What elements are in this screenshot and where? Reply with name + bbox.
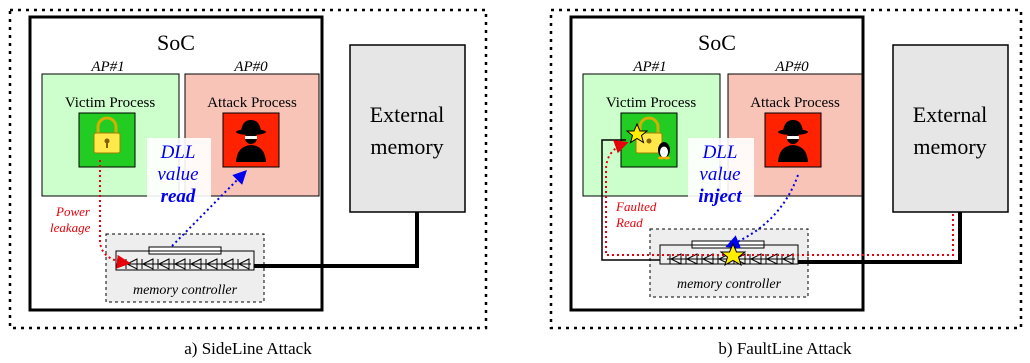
memory-bus bbox=[798, 212, 962, 264]
faulted-read-line2: Read bbox=[615, 215, 643, 230]
power-leakage-line2: leakage bbox=[50, 220, 91, 235]
outer-dotted-border bbox=[549, 8, 1023, 330]
spy-icon bbox=[236, 120, 266, 162]
faulted-read-line1: Faulted bbox=[615, 199, 657, 214]
soc-label: SoC bbox=[698, 30, 736, 55]
victim-process-label: Victim Process bbox=[606, 95, 696, 111]
dll-line2: value bbox=[699, 164, 740, 185]
external-memory-line2: memory bbox=[913, 134, 986, 159]
lock-icon bbox=[93, 116, 121, 154]
attack-process-label: Attack Process bbox=[750, 95, 840, 111]
dll-line2: value bbox=[157, 164, 198, 185]
external-memory-line2: memory bbox=[370, 134, 443, 159]
memory-controller-label: memory controller bbox=[133, 283, 238, 298]
fault-star-icon bbox=[719, 242, 747, 267]
outer-dotted-border bbox=[8, 8, 488, 330]
dll-line3: read bbox=[161, 186, 196, 207]
ap1-label: AP#1 bbox=[90, 59, 124, 75]
caption-sideline: a) SideLine Attack bbox=[184, 339, 312, 358]
dll-text-bg bbox=[147, 138, 211, 208]
victim-loop-wire bbox=[601, 139, 660, 261]
dll-line1: DLL bbox=[702, 142, 738, 163]
dll-line3: inject bbox=[698, 186, 742, 207]
panel-faultline: SoC AP#1 AP#0 Victim Process Attack Proc… bbox=[549, 8, 1023, 358]
soc-label: SoC bbox=[157, 30, 195, 55]
dll-read-arrow bbox=[171, 170, 247, 247]
memory-controller-label: memory controller bbox=[677, 277, 782, 292]
memory-bus bbox=[254, 212, 419, 268]
panel-sideline: SoC AP#1 AP#0 Victim Process Attack Proc… bbox=[8, 8, 488, 358]
caption-faultline: b) FaultLine Attack bbox=[718, 339, 852, 358]
attack-process-label: Attack Process bbox=[207, 95, 297, 111]
power-leakage-line1: Power bbox=[55, 204, 91, 219]
external-memory-box bbox=[349, 44, 466, 213]
ap0-label: AP#0 bbox=[233, 59, 268, 75]
linux-penguin-icon bbox=[658, 142, 670, 160]
ap1-label: AP#1 bbox=[632, 59, 666, 75]
dll-loop bbox=[115, 250, 255, 271]
dll-line1: DLL bbox=[160, 142, 196, 163]
fault-star-icon bbox=[625, 122, 649, 144]
ap0-label: AP#0 bbox=[774, 59, 809, 75]
dll-inject-arrow bbox=[725, 174, 799, 249]
external-memory-line1: External bbox=[370, 102, 445, 127]
power-leakage-arrow bbox=[99, 160, 131, 269]
spy-icon bbox=[778, 120, 808, 162]
victim-process-label: Victim Process bbox=[65, 95, 155, 111]
external-memory-line1: External bbox=[913, 102, 988, 127]
dll-text-bg bbox=[688, 138, 754, 208]
external-memory-box bbox=[892, 44, 1009, 213]
